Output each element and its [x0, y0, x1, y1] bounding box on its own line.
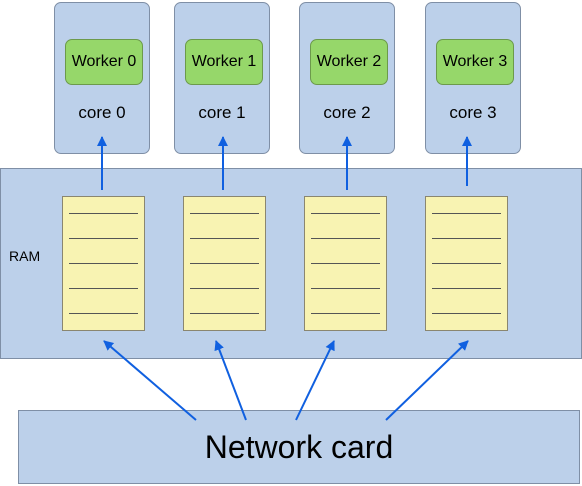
- worker-box-1: Worker 1: [185, 39, 263, 85]
- core-label-2: core 2: [323, 103, 371, 122]
- core-box-3: Worker 3 core 3: [425, 2, 521, 154]
- core-label-3: core 3: [449, 103, 497, 122]
- arrow-nic-to-buffer-3: [385, 340, 469, 421]
- arrow-nic-to-buffer-2: [295, 340, 335, 421]
- core-label-1: core 1: [198, 103, 246, 122]
- core-box-0: Worker 0 core 0: [54, 2, 150, 154]
- ram-buffer-0: [62, 196, 145, 331]
- ram-buffer-2: [304, 196, 387, 331]
- network-card: Network card: [18, 410, 580, 484]
- worker-box-0: Worker 0: [65, 39, 143, 85]
- ram-buffer-3: [425, 196, 508, 331]
- ram-buffer-1: [183, 196, 266, 331]
- ram-label: RAM: [9, 248, 41, 264]
- worker-box-3: Worker 3: [436, 39, 514, 85]
- arrow-nic-to-buffer-0: [103, 340, 197, 421]
- core-box-2: Worker 2 core 2: [299, 2, 395, 154]
- core-label-0: core 0: [78, 103, 126, 122]
- worker-box-2: Worker 2: [310, 39, 388, 85]
- arrow-nic-to-buffer-1: [214, 340, 247, 421]
- core-box-1: Worker 1 core 1: [174, 2, 270, 154]
